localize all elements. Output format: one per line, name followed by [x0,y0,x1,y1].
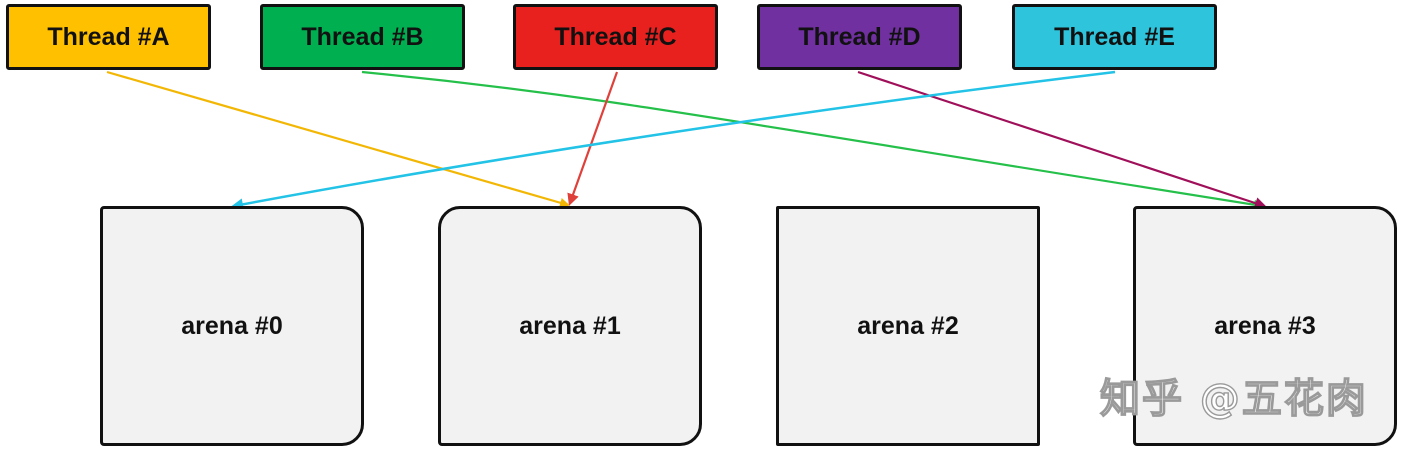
arena-2-label: arena #2 [857,311,959,340]
arrow-thread-b-to-arena-3 [361,70,1264,210]
thread-d-label: Thread #D [798,22,921,51]
arrow-thread-e-to-arena-0 [231,70,1116,211]
thread-d-box: Thread #D [757,4,962,70]
thread-b-label: Thread #B [301,22,424,51]
arena-0-label: arena #0 [181,311,283,340]
thread-a-label: Thread #A [47,22,170,51]
arena-1-label: arena #1 [519,311,621,340]
thread-c-label: Thread #C [554,22,677,51]
thread-a-box: Thread #A [6,4,211,70]
thread-e-box: Thread #E [1012,4,1217,70]
arena-3-box: arena #3 [1133,206,1397,446]
arena-1-box: arena #1 [438,206,702,446]
arena-0-box: arena #0 [100,206,364,446]
thread-b-box: Thread #B [260,4,465,70]
arena-3-label: arena #3 [1214,311,1316,340]
arrow-thread-d-to-arena-3 [857,70,1267,209]
arena-2-box: arena #2 [776,206,1040,446]
thread-c-box: Thread #C [513,4,718,70]
watermark: 知乎 @五花肉 [1099,375,1368,422]
arrow-thread-c-to-arena-1 [567,71,619,206]
arrow-thread-a-to-arena-1 [106,70,570,208]
thread-e-label: Thread #E [1054,22,1175,51]
